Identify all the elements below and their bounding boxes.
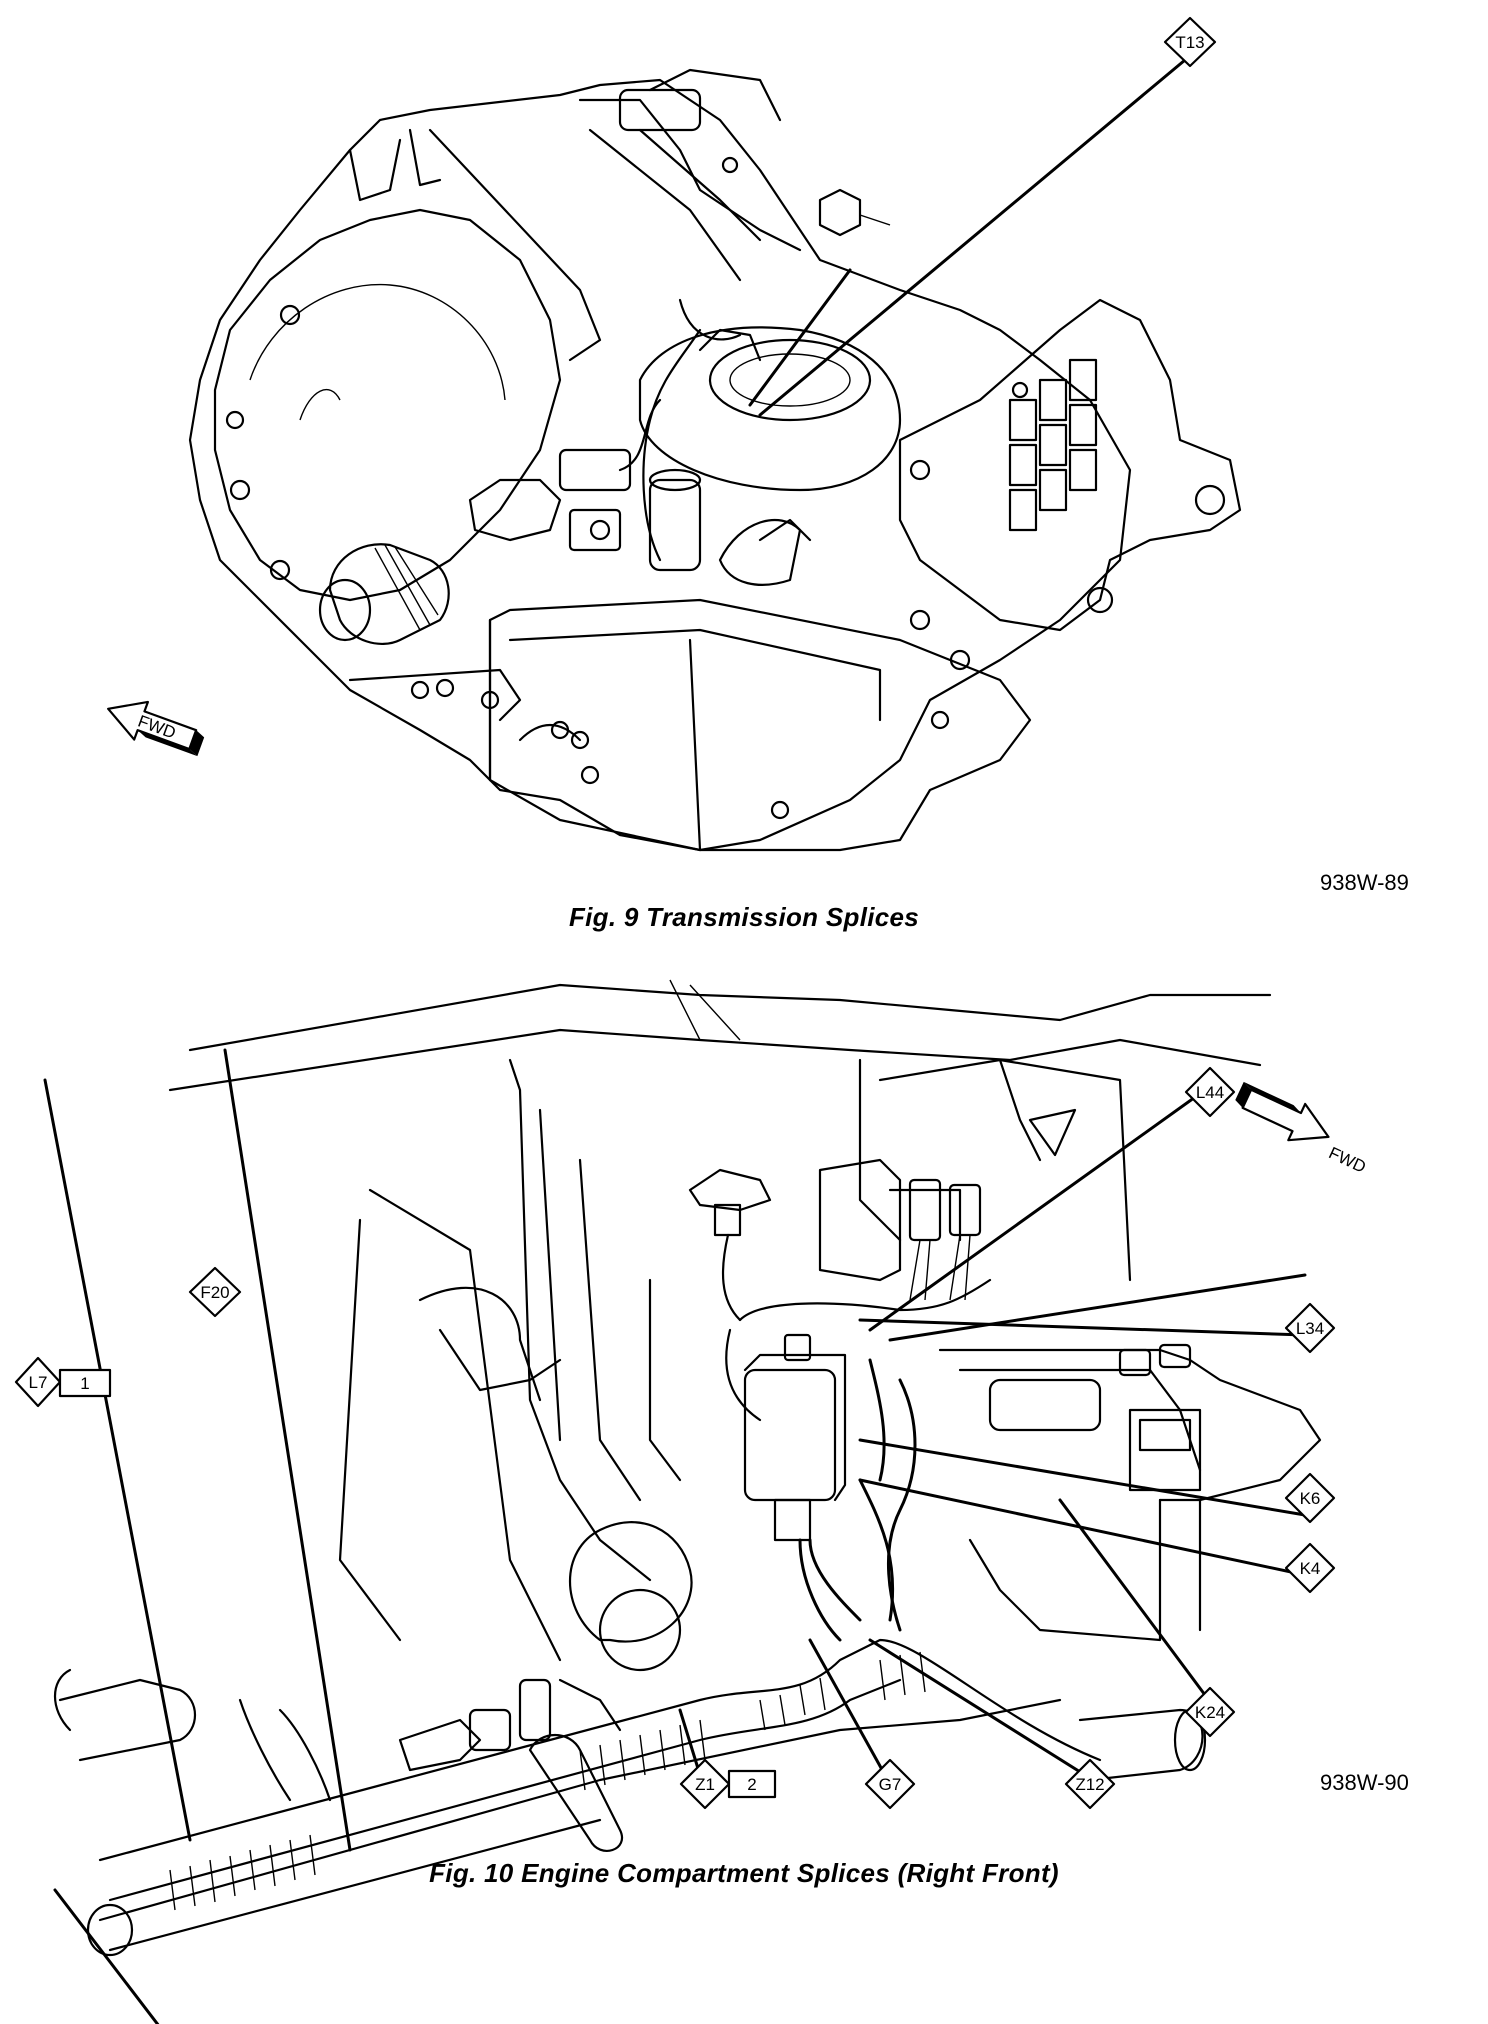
figure-10-caption: Fig. 10 Engine Compartment Splices (Righ… bbox=[429, 1858, 1059, 1888]
callout-leader-lines bbox=[43, 1048, 1307, 2024]
callout-k24-label: K24 bbox=[1195, 1703, 1225, 1722]
callout-l7: L7 1 bbox=[14, 1356, 112, 1408]
callout-f20-label: F20 bbox=[200, 1283, 229, 1302]
callout-k24: K24 bbox=[1184, 1686, 1236, 1738]
callout-z1-label: Z1 bbox=[695, 1775, 715, 1794]
transmission-illustration bbox=[188, 68, 1242, 852]
callout-f20: F20 bbox=[188, 1266, 242, 1318]
callout-k6-label: K6 bbox=[1300, 1489, 1321, 1508]
callout-z12-label: Z12 bbox=[1075, 1775, 1104, 1794]
callout-k6: K6 bbox=[1284, 1472, 1336, 1524]
fwd-arrow-label: FWD bbox=[1326, 1143, 1369, 1177]
callout-l34: L34 bbox=[1284, 1302, 1336, 1354]
callout-l34-label: L34 bbox=[1296, 1319, 1324, 1338]
fwd-arrow-icon: FWD bbox=[1235, 1081, 1369, 1177]
callout-tags: L7 1 F20 L44 L34 K6 K4 K24 Z12 bbox=[14, 1066, 1336, 1810]
figure-9-caption: Fig. 9 Transmission Splices bbox=[568, 902, 920, 932]
callout-l44-label: L44 bbox=[1196, 1083, 1224, 1102]
callout-z1-index: 2 bbox=[747, 1775, 756, 1794]
callout-g7: G7 bbox=[864, 1758, 916, 1810]
callout-g7-label: G7 bbox=[879, 1775, 902, 1794]
figure-10-engine-compartment-splices: L7 1 F20 L44 L34 K6 K4 K24 Z12 bbox=[0, 940, 1488, 2024]
callout-z1: Z1 2 bbox=[679, 1758, 777, 1810]
callout-z12: Z12 bbox=[1064, 1758, 1116, 1810]
callout-leader-lines bbox=[748, 58, 1187, 417]
callout-l7-label: L7 bbox=[29, 1373, 48, 1392]
callout-l44: L44 bbox=[1184, 1066, 1236, 1118]
callout-t13-label: T13 bbox=[1175, 33, 1204, 52]
callout-t13: T13 bbox=[1163, 16, 1217, 68]
figure-9-transmission-splices: T13 FWD 938W-89 Fig. 9 Transmission Spli… bbox=[0, 0, 1488, 940]
callout-k4-label: K4 bbox=[1300, 1559, 1321, 1578]
part-number-fig9: 938W-89 bbox=[1320, 870, 1409, 895]
callout-k4: K4 bbox=[1284, 1542, 1336, 1594]
fwd-arrow-icon: FWD bbox=[107, 700, 205, 757]
callout-l7-index: 1 bbox=[80, 1374, 89, 1393]
engine-compartment-illustration bbox=[54, 979, 1322, 1957]
part-number-fig10: 938W-90 bbox=[1320, 1770, 1409, 1795]
